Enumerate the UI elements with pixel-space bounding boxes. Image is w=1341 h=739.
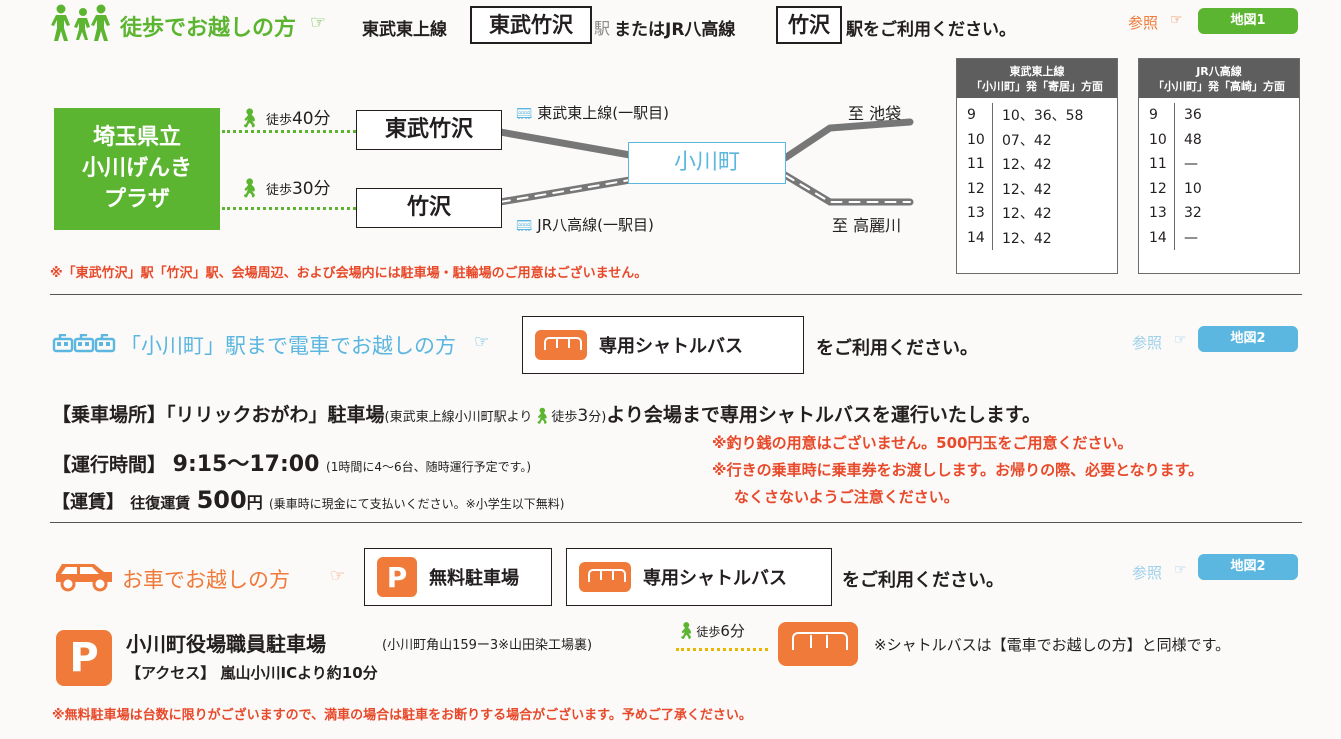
shuttle-bus-option: 専用シャトルバス	[522, 316, 804, 374]
walker-icon: 🚶︎	[532, 407, 552, 425]
pointer-icon: ☞	[310, 12, 327, 33]
pointer-icon: ☞	[330, 566, 346, 586]
timetable-head: 東武東上線 「小川町」発「寄居」方面	[957, 59, 1117, 98]
walk-route-parking	[676, 648, 768, 651]
timetable-head: JR八高線 「小川町」発「高崎」方面	[1139, 59, 1299, 98]
shuttle-note: ※シャトルバスは【電車でお越しの方】と同様です。	[874, 636, 1231, 654]
pointer-icon: ☞	[1174, 332, 1187, 348]
ref-label: 参照	[1128, 14, 1159, 32]
venue-box: 埼玉県立 小川げんき プラザ	[54, 108, 220, 230]
car-icon	[52, 560, 116, 596]
walk-six-min: 🚶︎徒歩6分	[676, 621, 745, 640]
walk-notice: ※「東武竹沢」駅「竹沢」駅、会場周辺、および会場内には駐車場・駐輪場のご用意はご…	[50, 266, 648, 281]
walker-icon: 🚶︎	[238, 108, 261, 129]
train-icon	[52, 333, 116, 360]
ref-label: 参照	[1132, 334, 1163, 352]
walker-icon: 🚶︎	[676, 621, 697, 640]
train-section-title: 「小川町」駅まで電車でお越しの方	[120, 334, 456, 358]
walkers-icon	[50, 4, 114, 46]
note-change: ※釣り銭の用意はございません。500円玉をご用意ください。	[712, 434, 1133, 452]
car-use-label: をご利用ください。	[842, 570, 1004, 591]
rail-lines	[500, 118, 914, 206]
lot-name: 小川町役場職員駐車場	[126, 632, 326, 656]
box-station-tobu-takezawa: 東武竹沢	[356, 110, 502, 150]
pointer-icon: ☞	[474, 332, 490, 352]
line-tobu-label: 東武東上線	[362, 20, 447, 40]
train-icon: 🚃︎	[516, 219, 533, 234]
to-ikebukuro: 至 池袋	[848, 104, 902, 123]
hub-station-ogawamachi: 小川町	[628, 142, 786, 184]
venue-line: プラザ	[103, 187, 170, 212]
walker-icon: 🚶︎	[238, 178, 261, 199]
section-divider	[50, 294, 1302, 295]
box-station-takezawa: 竹沢	[356, 188, 502, 228]
car-notice: ※無料駐車場は台数に限りがございますので、満車の場合は駐車をお断りする場合がござ…	[52, 708, 752, 723]
fare-line: 【運賃】 往復運賃 500円 (乗車時に現金にて支払いください。※小学生以下無料…	[52, 486, 565, 514]
train-icon: 🚃︎	[516, 107, 533, 122]
boarding-line: 【乗車場所】「リリックおがわ」駐車場(東武東上線小川町駅より🚶︎徒歩3分)より会…	[52, 404, 1042, 426]
station-tobu-takezawa: 東武竹沢	[470, 6, 592, 44]
ref-label: 参照	[1132, 564, 1163, 582]
map2-button[interactable]: 地図2	[1198, 326, 1298, 352]
bus-icon	[579, 562, 631, 592]
note-ticket-cont: なくさないようご注意ください。	[734, 488, 959, 506]
lot-address: (小川町角山159ー3※山田染工場裏)	[382, 638, 593, 653]
station-takezawa: 竹沢	[776, 6, 842, 44]
note-ticket: ※行きの乗車時に乗車券をお渡しします。お帰りの際、必要となります。	[712, 461, 1204, 479]
eki-label: 駅	[594, 19, 611, 38]
walk-time-top: 🚶︎ 徒歩40分	[238, 108, 331, 129]
timetable-row: 11—	[1139, 152, 1299, 177]
walk-use-label: 駅をご利用ください。	[846, 20, 1016, 40]
parking-icon-large: P	[56, 630, 112, 686]
walk-route-top	[222, 130, 356, 133]
line-jr-one-stop: 🚃︎ JR八高線(一駅目)	[516, 216, 654, 234]
walk-route-bottom	[222, 207, 356, 210]
pointer-icon: ☞	[1170, 12, 1183, 28]
car-section-title: お車でお越しの方	[122, 568, 290, 592]
map1-button[interactable]: 地図1	[1198, 8, 1298, 34]
walk-time-bottom: 🚶︎ 徒歩30分	[238, 178, 331, 199]
venue-line: 小川げんき	[81, 156, 192, 181]
map2-button[interactable]: 地図2	[1198, 554, 1298, 580]
shuttle-bus-option: 専用シャトルバス	[566, 548, 832, 606]
bus-icon	[535, 330, 587, 360]
to-komagawa: 至 高麗川	[832, 216, 902, 235]
bus-icon-large	[778, 622, 858, 666]
or-jr-label: またはJR八高線	[614, 20, 736, 40]
pointer-icon: ☞	[1174, 562, 1187, 578]
timetable-row: 14—	[1139, 225, 1299, 250]
venue-line: 埼玉県立	[92, 125, 181, 150]
section-divider	[50, 522, 1302, 523]
parking-icon: P	[377, 557, 417, 597]
hours-line: 【運行時間】 9:15〜17:00 (1時間に4〜6台、随時運行予定です。)	[52, 452, 532, 477]
train-use-label: をご利用ください。	[816, 338, 978, 359]
line-tobu-one-stop: 🚃︎ 東武東上線(一駅目)	[516, 104, 670, 122]
walk-section-title: 徒歩でお越しの方	[120, 16, 297, 41]
access-line: 【アクセス】 嵐山小川ICより約10分	[126, 664, 378, 682]
free-parking-option: P 無料駐車場	[364, 548, 552, 606]
